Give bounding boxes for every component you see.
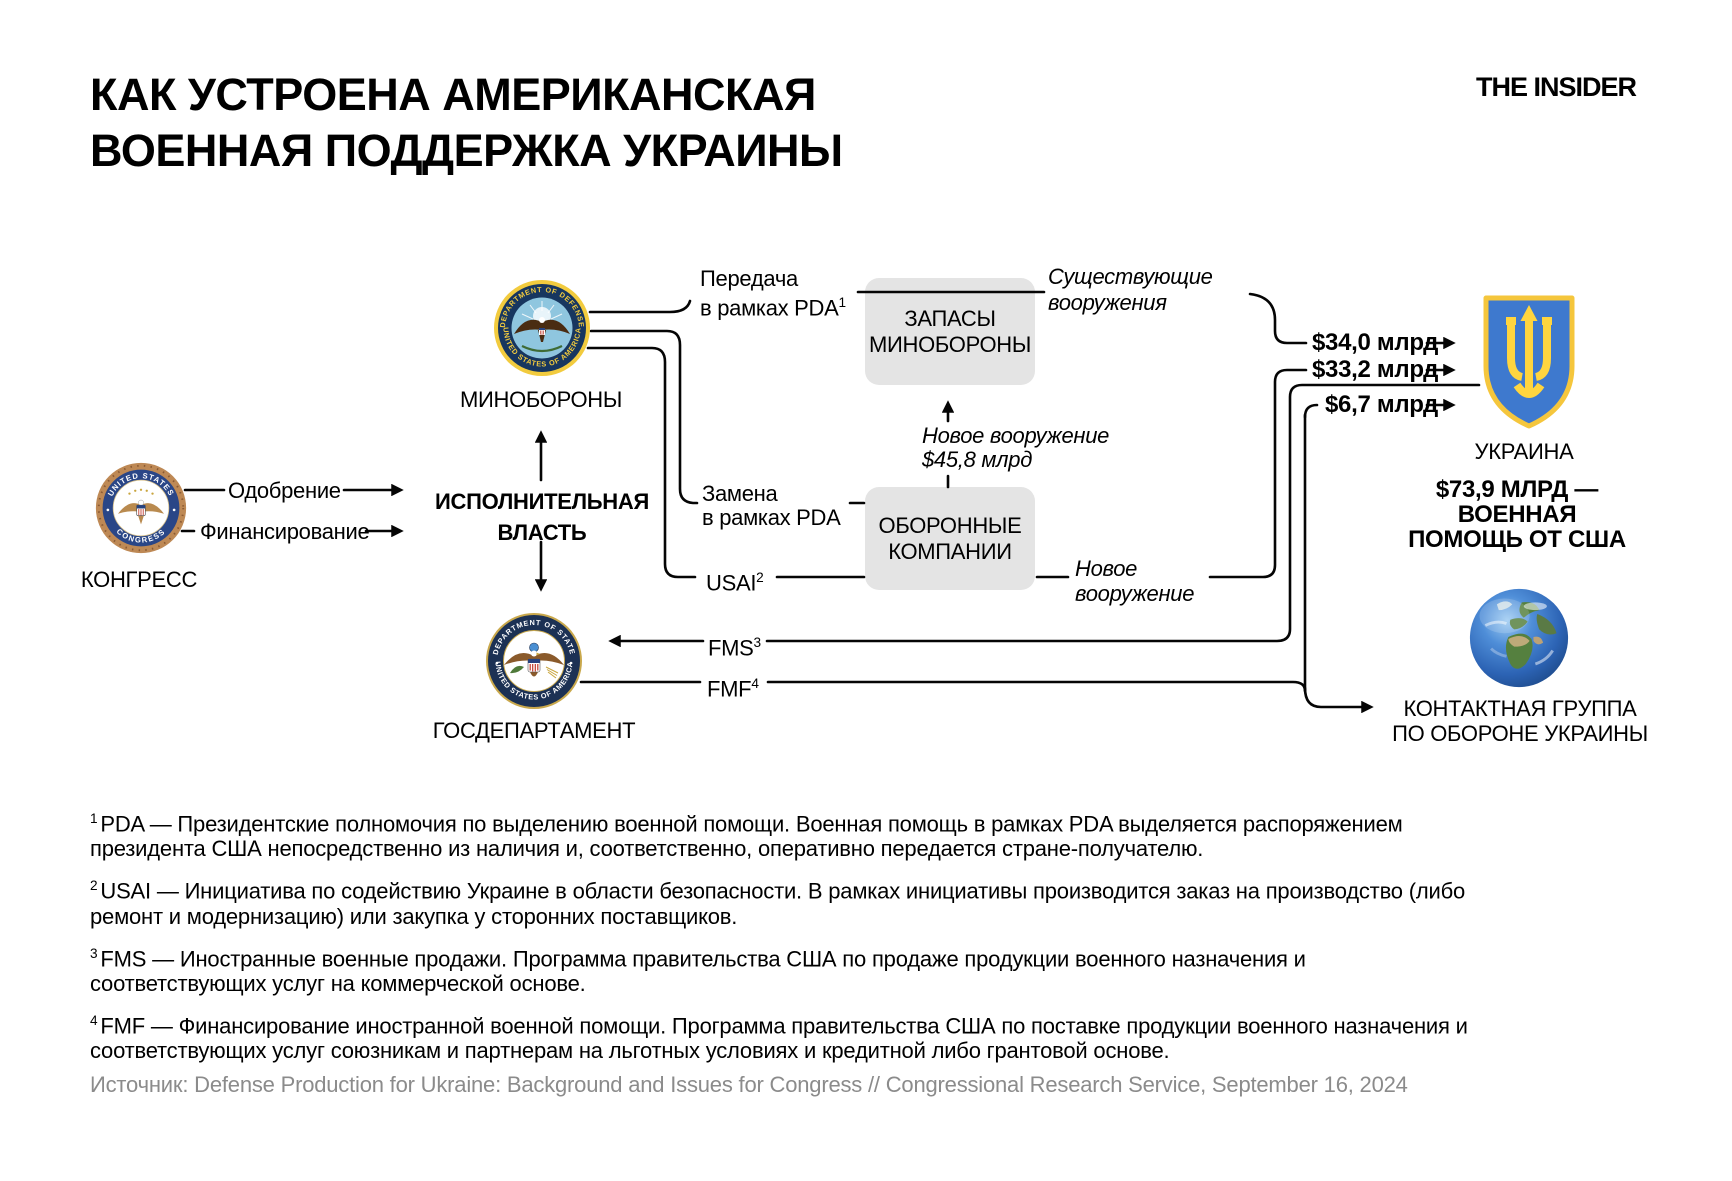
edge-label-existing-weapons: Существующие вооружения bbox=[1048, 264, 1213, 316]
box-defense-companies-line1: ОБОРОННЫЕ bbox=[878, 512, 1022, 538]
edge-label-existing-weapons-line2: вооружения bbox=[1048, 290, 1167, 315]
edge-label-pda-transfer-line1: Передача bbox=[700, 266, 798, 291]
amount-fmf: $6,7 млрд bbox=[1325, 391, 1438, 418]
edge-label-new-weapons-to-stocks: Новое вооружение $45,8 млрд bbox=[922, 424, 1109, 472]
amount-usai: $33,2 млрд bbox=[1312, 356, 1439, 383]
page-title: КАК УСТРОЕНА АМЕРИКАНСКАЯ ВОЕННАЯ ПОДДЕР… bbox=[90, 67, 843, 179]
edge-fmf-line2 bbox=[766, 680, 1307, 693]
node-label-congress: КОНГРЕСС bbox=[80, 567, 198, 592]
edge-pda-transfer-line bbox=[588, 299, 692, 314]
edge-label-new-weapons-line2: вооружение bbox=[1075, 581, 1195, 606]
ukraine-total-line3: ПОМОЩЬ ОТ США bbox=[1408, 526, 1626, 553]
node-label-state-department: ГОСДЕПАРТАМЕНТ bbox=[432, 718, 636, 743]
fms-footnote-marker: 3 bbox=[753, 635, 762, 650]
earth-globe-icon bbox=[1469, 588, 1569, 688]
node-label-ukraine: УКРАИНА bbox=[1474, 439, 1574, 464]
box-dod-stocks-line1: ЗАПАСЫ bbox=[904, 305, 996, 331]
node-executive-line1: ИСПОЛНИТЕЛЬНАЯ bbox=[435, 489, 649, 514]
edge-label-pda-transfer: Передача в рамках PDA1 bbox=[700, 267, 846, 320]
node-label-defense-ministry: МИНОБОРОНЫ bbox=[459, 387, 623, 412]
footnote-usai-marker: 2 bbox=[90, 878, 98, 894]
edge-label-financing: Финансирование bbox=[200, 519, 370, 544]
edge-fms-line bbox=[765, 383, 1481, 643]
node-contact-group: КОНТАКТНАЯ ГРУППА ПО ОБОРОНЕ УКРАИНЫ bbox=[1360, 696, 1680, 746]
amount-pda: $34,0 млрд bbox=[1312, 329, 1439, 356]
brand-logo: THE INSIDER bbox=[1476, 72, 1637, 102]
page-title-line1: КАК УСТРОЕНА АМЕРИКАНСКАЯ bbox=[90, 69, 816, 120]
edge-label-usai: USAI2 bbox=[706, 570, 764, 596]
edge-label-new-weapons: Новое вооружение bbox=[1075, 556, 1194, 606]
edge-label-fmf: FMF4 bbox=[707, 676, 759, 702]
edge-label-pda-replacement-line1: Замена bbox=[702, 481, 778, 506]
node-contact-group-line2: ПО ОБОРОНЕ УКРАИНЫ bbox=[1392, 721, 1648, 746]
edge-label-pda-transfer-line2: в рамках PDA1 bbox=[700, 295, 847, 321]
edge-label-new-weapons-line1: Новое bbox=[1075, 556, 1138, 581]
edge-usai-line bbox=[586, 346, 697, 579]
edge-label-approval: Одобрение bbox=[228, 478, 341, 503]
edge-label-fms: FMS3 bbox=[708, 635, 762, 661]
edge-label-new-weapons-to-stocks-line1: Новое вооружение bbox=[922, 423, 1110, 448]
edge-new-to-amount-curve bbox=[1208, 368, 1308, 579]
page-title-line2: ВОЕННАЯ ПОДДЕРЖКА УКРАИНЫ bbox=[90, 125, 843, 176]
dod-seal-icon: DEPARTMENT OF DEFENSE UNITED STATES OF A… bbox=[494, 280, 590, 376]
edge-label-existing-weapons-line1: Существующие bbox=[1048, 264, 1213, 289]
ukraine-coat-of-arms-icon bbox=[1483, 295, 1575, 429]
node-executive-line2: ВЛАСТЬ bbox=[497, 520, 587, 545]
edge-label-pda-replacement: Замена в рамках PDA bbox=[702, 482, 841, 530]
state-department-seal-icon: DEPARTMENT OF STATE UNITED STATES OF AME… bbox=[486, 613, 582, 709]
ukraine-total-aid: $73,9 МЛРД — ВОЕННАЯ ПОМОЩЬ ОТ США bbox=[1377, 477, 1657, 552]
footnote-fms-text: FMS — Иностранные военные продажи. Прогр… bbox=[90, 945, 1306, 996]
fmf-footnote-marker: 4 bbox=[751, 676, 759, 691]
source-line: Источник: Defense Production for Ukraine… bbox=[90, 1072, 1408, 1097]
box-dod-stocks-line2: МИНОБОРОНЫ bbox=[868, 331, 1032, 357]
usai-footnote-marker: 2 bbox=[756, 570, 764, 585]
node-contact-group-line1: КОНТАКТНАЯ ГРУППА bbox=[1403, 696, 1637, 721]
edge-amount-fmf-elbow bbox=[1303, 403, 1319, 419]
box-defense-companies-line2: КОМПАНИИ bbox=[888, 538, 1012, 564]
footnote-fmf-text: FMF — Финансирование иностранной военной… bbox=[90, 1013, 1468, 1064]
edge-label-pda-replacement-line2: в рамках PDA bbox=[702, 505, 841, 530]
ukraine-total-line2: ВОЕННАЯ bbox=[1457, 501, 1577, 528]
box-defense-companies: ОБОРОННЫЕ КОМПАНИИ bbox=[865, 487, 1035, 590]
footnote-fmf-marker: 4 bbox=[90, 1012, 98, 1028]
edge-label-new-weapons-to-stocks-line2: $45,8 млрд bbox=[922, 447, 1033, 472]
footnote-fms-marker: 3 bbox=[90, 945, 98, 961]
ukraine-total-line1: $73,9 МЛРД — bbox=[1435, 476, 1599, 503]
pda-transfer-footnote-marker: 1 bbox=[838, 295, 847, 310]
node-executive-power: ИСПОЛНИТЕЛЬНАЯ ВЛАСТЬ bbox=[412, 486, 672, 548]
footnote-usai-text: USAI — Инициатива по содействию Украине … bbox=[90, 878, 1466, 929]
footnote-pda-text: PDA — Президентские полномочия по выделе… bbox=[90, 811, 1403, 862]
edge-pda-replacement-line bbox=[589, 329, 699, 505]
congress-seal-icon: UNITED STATES CONGRESS bbox=[95, 462, 187, 554]
box-dod-stocks: ЗАПАСЫ МИНОБОРОНЫ bbox=[865, 278, 1035, 385]
edge-existing-to-amount-curve bbox=[1248, 292, 1308, 345]
edge-contact-group-arrow bbox=[1303, 686, 1374, 714]
footnote-pda-marker: 1 bbox=[90, 811, 98, 826]
